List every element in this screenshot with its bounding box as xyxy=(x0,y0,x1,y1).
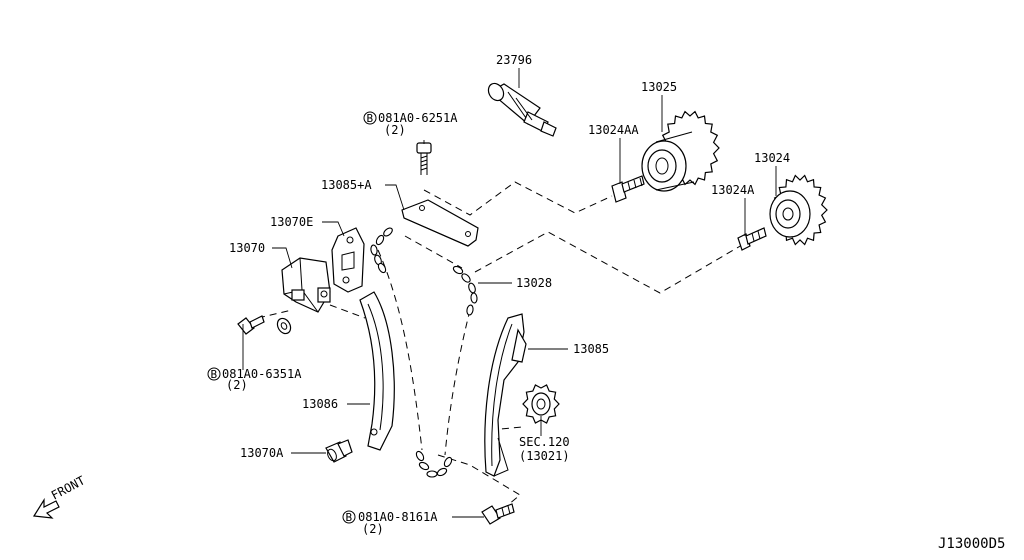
front-label: FRONT xyxy=(49,473,87,502)
chain-link xyxy=(452,265,464,275)
label-13086: 13086 xyxy=(302,397,338,411)
bolt-qty-2: (2) xyxy=(226,378,248,392)
chain-tensioner xyxy=(281,257,331,313)
chain-link xyxy=(370,244,378,256)
bolt-bottom xyxy=(481,503,515,525)
bolt-13024A xyxy=(737,227,767,251)
bolt-symbol: B xyxy=(211,368,218,381)
vtc-solenoid xyxy=(487,82,557,137)
diagram-id: J13000D5 xyxy=(938,536,1005,552)
bolt-code-1: 081A0-6251A xyxy=(378,111,458,125)
chain-link xyxy=(466,304,474,316)
bolt-13024AA xyxy=(611,175,645,203)
label-13024: 13024 xyxy=(754,151,790,165)
chain-link xyxy=(436,467,448,477)
label-13070: 13070 xyxy=(229,241,265,255)
bolt-code-3: 081A0-8161A xyxy=(358,510,438,524)
chain-link xyxy=(470,292,478,304)
label-13085A: 13085+A xyxy=(321,178,372,192)
label-13028: 13028 xyxy=(516,276,552,290)
chain-link xyxy=(377,262,387,274)
crank-sprocket xyxy=(522,384,560,424)
label-13070E: 13070E xyxy=(270,215,313,229)
label-23796: 23796 xyxy=(496,53,532,67)
timing-chain xyxy=(370,227,478,478)
chain-link xyxy=(426,470,438,478)
label-13025: 13025 xyxy=(641,80,677,94)
bolt-symbol: B xyxy=(367,112,374,125)
section-ref: SEC.120 xyxy=(519,435,570,449)
tensioner-gasket xyxy=(331,227,365,293)
intake-sprocket xyxy=(769,174,828,246)
front-arrow-icon xyxy=(32,497,60,519)
chain-link xyxy=(383,227,393,237)
bolt-qty-1: (2) xyxy=(384,123,406,137)
assembly-dashed-lines xyxy=(257,181,743,511)
label-13024A: 13024A xyxy=(711,183,755,197)
bolt-top xyxy=(416,142,432,175)
chain-link xyxy=(443,456,453,468)
chain-link xyxy=(418,461,430,471)
chain-link xyxy=(415,450,425,462)
chain-link xyxy=(375,234,385,246)
exhaust-sprocket xyxy=(641,110,720,192)
bolt-symbol: B xyxy=(346,511,353,524)
label-13085: 13085 xyxy=(573,342,609,356)
bolt-tensioner xyxy=(237,315,292,335)
slack-guide xyxy=(359,291,395,451)
bolt-code-2: 081A0-6351A xyxy=(222,367,302,381)
label-13070A: 13070A xyxy=(240,446,284,460)
bolt-qty-3: (2) xyxy=(362,522,384,536)
guide-pin xyxy=(325,439,353,463)
chain-link xyxy=(461,273,471,283)
part-labels: 23796 13025 13024AA 13024 13024A 13085+A… xyxy=(49,53,1006,552)
label-13024AA: 13024AA xyxy=(588,123,639,137)
chain-link xyxy=(468,282,476,294)
tension-guide xyxy=(484,313,527,477)
section-ref-part: (13021) xyxy=(519,449,570,463)
upper-chain-guide xyxy=(401,199,479,247)
leader-lines xyxy=(242,68,777,518)
